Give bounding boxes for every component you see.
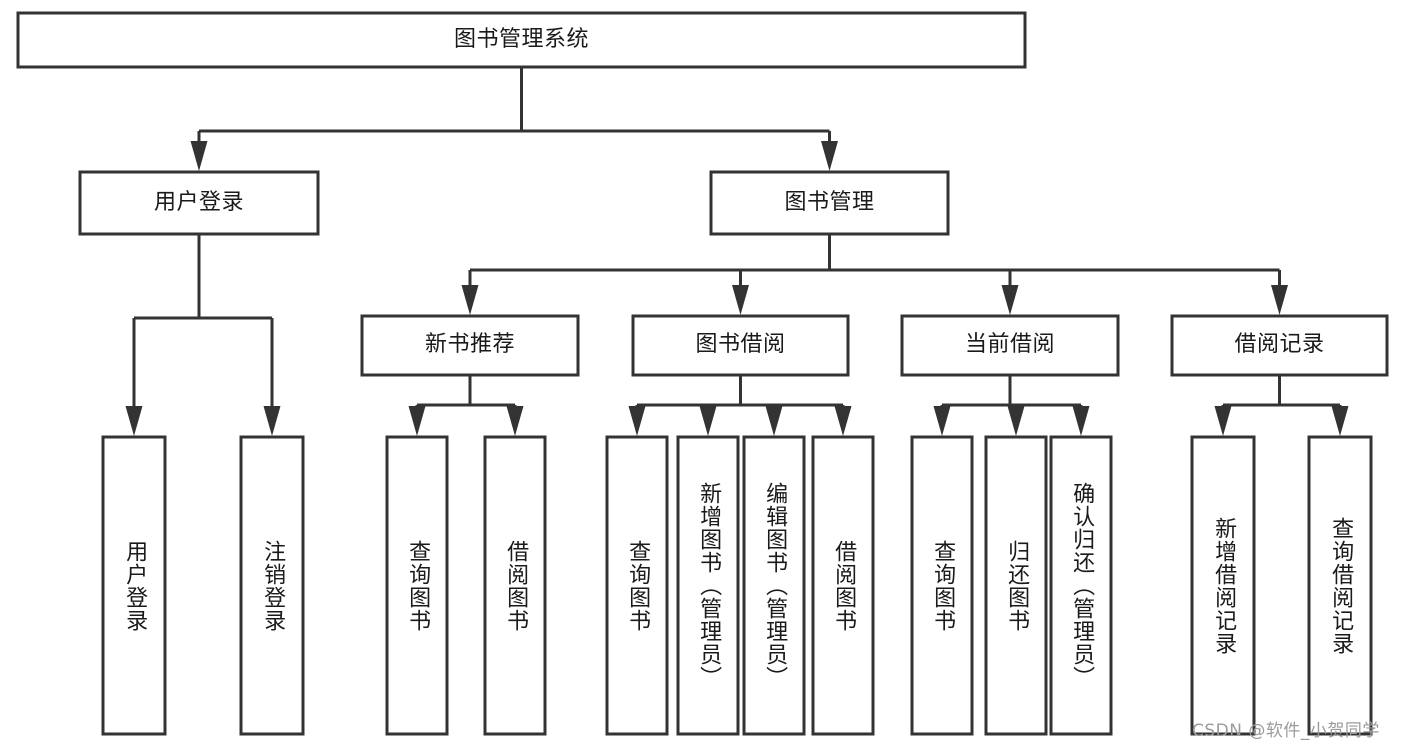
node-box-borrow-record <box>1170 314 1389 377</box>
arrow-head-icon <box>263 406 281 436</box>
arrow-head-icon <box>933 406 951 436</box>
node-box-leaf-add-borrow-record <box>1190 435 1256 736</box>
arrow-head-icon <box>1007 406 1025 436</box>
arrow-head-icon <box>1072 406 1090 436</box>
node-box-book-manage <box>709 170 950 236</box>
arrow-head-icon <box>190 141 208 171</box>
node-box-leaf-query-borrow-record <box>1307 435 1373 736</box>
arrow-head-icon <box>125 406 143 436</box>
node-box-leaf-query-book-borrow <box>605 435 669 736</box>
node-box-leaf-query-book-rec <box>385 435 449 736</box>
node-box-leaf-return-book <box>984 435 1048 736</box>
node-box-leaf-borrow-book <box>811 435 875 736</box>
arrow-head-icon <box>1331 406 1349 436</box>
csdn-watermark: CSDN @软件_小贺同学 <box>1192 721 1380 741</box>
node-box-leaf-user-login <box>101 435 167 736</box>
arrow-head-icon <box>506 406 524 436</box>
node-box-leaf-edit-book-admin <box>742 435 806 736</box>
arrow-head-icon <box>834 406 852 436</box>
arrow-head-icon <box>1001 285 1019 315</box>
node-boxes-layer <box>16 11 1389 736</box>
node-box-current-borrow <box>900 314 1120 377</box>
node-box-book-borrow <box>631 314 850 377</box>
node-box-leaf-add-book-admin <box>676 435 740 736</box>
arrow-head-icon <box>1214 406 1232 436</box>
arrow-head-icon <box>821 141 838 171</box>
arrow-head-icon <box>408 406 426 436</box>
node-box-user-login <box>78 170 320 236</box>
node-box-leaf-confirm-return-admin <box>1049 435 1113 736</box>
node-box-leaf-user-logout <box>239 435 305 736</box>
node-box-new-book-recommend <box>360 314 580 377</box>
node-box-root <box>16 11 1027 69</box>
arrow-head-icon <box>1271 285 1288 315</box>
node-box-leaf-borrow-book-rec <box>483 435 547 736</box>
arrow-head-icon <box>732 285 749 315</box>
arrow-head-icon <box>699 406 717 436</box>
arrow-head-icon <box>461 285 479 315</box>
arrow-head-icon <box>765 406 783 436</box>
node-box-leaf-query-book-cur <box>910 435 974 736</box>
arrow-head-icon <box>628 406 646 436</box>
connector-lines-layer <box>125 67 1349 436</box>
